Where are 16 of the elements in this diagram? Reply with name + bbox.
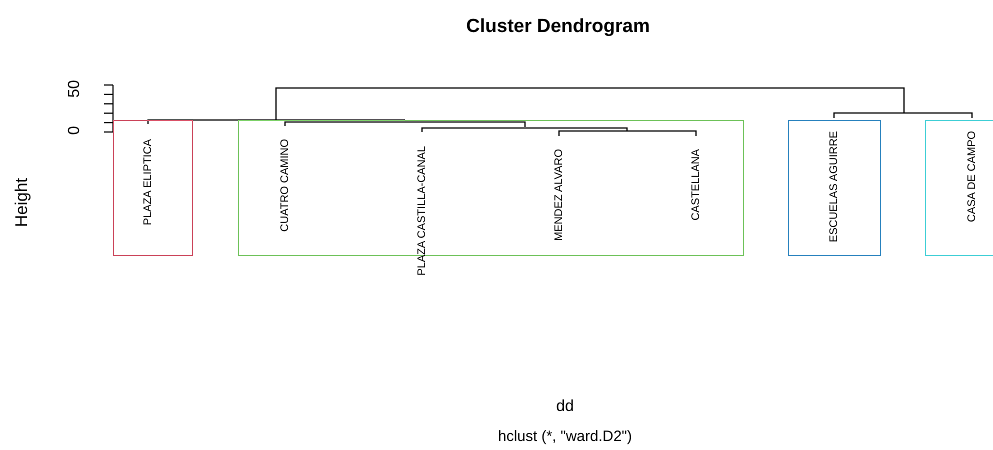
chart-title: Cluster Dendrogram <box>465 16 651 38</box>
cluster-box <box>113 120 193 256</box>
axis-title: dd <box>555 398 575 416</box>
tick-label: 0 <box>66 126 84 135</box>
cluster-box <box>925 120 993 256</box>
subtitle: hclust (*, "ward.D2") <box>496 428 634 445</box>
cluster-box <box>788 120 881 256</box>
leaf-label: CASA DE CAMPO <box>966 131 978 222</box>
tick-label: 50 <box>66 80 84 98</box>
leaf-label: MENDEZ ALVARO <box>553 149 565 241</box>
leaf-label: CUATRO CAMINO <box>279 139 291 232</box>
leaf-label: PLAZA CASTILLA-CANAL <box>416 146 428 276</box>
leaf-label: CASTELLANA <box>690 149 702 221</box>
axis-title: Height <box>12 178 32 228</box>
leaf-label: PLAZA ELIPTICA <box>142 139 154 226</box>
leaf-label: ESCUELAS AGUIRRE <box>828 131 840 242</box>
